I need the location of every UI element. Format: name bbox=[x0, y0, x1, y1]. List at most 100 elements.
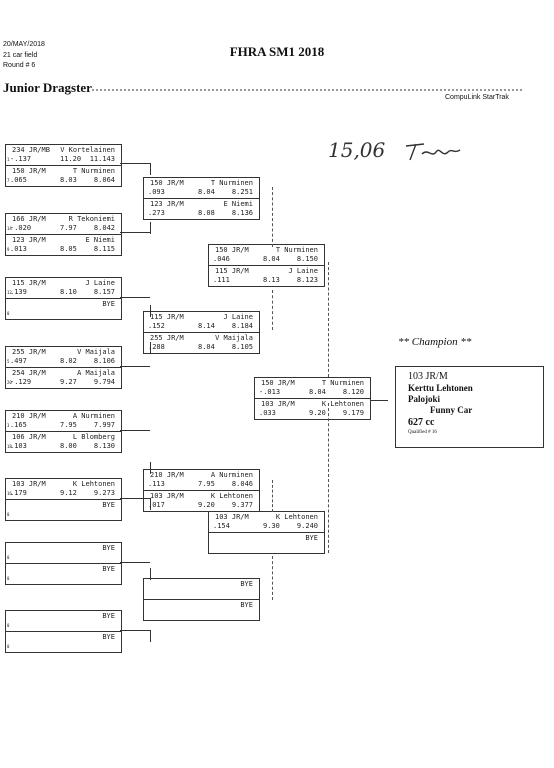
speed-time: 8.251 bbox=[231, 188, 253, 196]
champion-car-type: Funny Car bbox=[430, 405, 473, 415]
elapsed-time: 8.02 bbox=[60, 357, 77, 365]
bracket-line bbox=[150, 163, 151, 175]
elapsed-time: 8.13 bbox=[263, 276, 280, 284]
speed-time: 8.106 bbox=[93, 357, 115, 365]
lane-number: 0 bbox=[7, 311, 10, 316]
car-number: 150 JR/M bbox=[261, 379, 295, 387]
driver-name: J Laine bbox=[223, 313, 253, 321]
driver-name: BYE bbox=[102, 544, 115, 552]
elapsed-time: 7.95 bbox=[198, 480, 215, 488]
vendor-name: CompuLink StarTrak bbox=[445, 94, 509, 101]
speed-time: 8.064 bbox=[93, 176, 115, 184]
driver-name: E Niemi bbox=[85, 236, 115, 244]
bracket-dashed-line bbox=[272, 187, 273, 247]
car-number: 150 JR/M bbox=[215, 246, 249, 254]
lane-number: 0 bbox=[7, 576, 10, 581]
driver-name: V Maijala bbox=[215, 334, 253, 342]
elapsed-time: 11.20 bbox=[60, 155, 82, 163]
elapsed-time: 9.20 bbox=[198, 501, 215, 509]
elapsed-time: 8.05 bbox=[60, 245, 77, 253]
driver-name: T Nurminen bbox=[72, 167, 115, 175]
reaction-time: .497 bbox=[10, 357, 27, 365]
elapsed-time: 9.30 bbox=[263, 522, 280, 530]
bracket-line bbox=[150, 568, 151, 580]
bracket-line bbox=[150, 342, 151, 354]
lane-number: 0 bbox=[7, 644, 10, 649]
driver-name: J Laine bbox=[85, 279, 115, 287]
car-number: 103 JR/M bbox=[12, 480, 46, 488]
bracket-line bbox=[120, 562, 150, 563]
speed-time: 8.120 bbox=[342, 388, 364, 396]
driver-name: K Lehtonen bbox=[210, 492, 253, 500]
bracket-line bbox=[370, 400, 388, 401]
driver-name: A Maijala bbox=[77, 369, 115, 377]
speed-time: 8.105 bbox=[231, 343, 253, 351]
driver-name: T Nurminen bbox=[210, 179, 253, 187]
field-size: 21 car field bbox=[3, 52, 38, 59]
driver-name: R Tekoniemi bbox=[68, 215, 115, 223]
champion-driver: Kerttu Lehtonen bbox=[408, 383, 473, 393]
driver-name: K Lehtonen bbox=[275, 513, 318, 521]
bracket-entry: BYE bbox=[209, 533, 324, 553]
driver-name: L Blomberg bbox=[72, 433, 115, 441]
elapsed-time: 8.08 bbox=[198, 209, 215, 217]
driver-name: BYE bbox=[305, 534, 318, 542]
bracket-entry: BYE 0 bbox=[6, 500, 121, 520]
car-number: 166 JR/M bbox=[12, 215, 46, 223]
driver-name: A Nurminen bbox=[210, 471, 253, 479]
bracket-dashed-line bbox=[328, 403, 329, 553]
bracket-line bbox=[120, 498, 150, 499]
bracket-line bbox=[120, 232, 150, 233]
reaction-time: -.020 bbox=[10, 224, 32, 232]
speed-time: 9.179 bbox=[342, 409, 364, 417]
speed-time: 8.130 bbox=[93, 442, 115, 450]
driver-name: V Maijala bbox=[77, 348, 115, 356]
car-number: 103 JR/M bbox=[150, 492, 184, 500]
driver-name: BYE bbox=[102, 501, 115, 509]
speed-time: 9.794 bbox=[93, 378, 115, 386]
event-title: FHRA SM1 2018 bbox=[229, 44, 325, 59]
driver-name: T Nurminen bbox=[275, 246, 318, 254]
elapsed-time: 8.14 bbox=[198, 322, 215, 330]
speed-time: 8.136 bbox=[231, 209, 253, 217]
reaction-time: -.137 bbox=[10, 155, 32, 163]
speed-time: 8.042 bbox=[93, 224, 115, 232]
driver-name: V Kortelainen bbox=[60, 146, 115, 154]
reaction-time: .139 bbox=[10, 288, 27, 296]
driver-name: BYE bbox=[102, 565, 115, 573]
speed-time: 8.046 bbox=[231, 480, 253, 488]
handwritten-time: 15,06 bbox=[328, 138, 386, 162]
lane-number: 14 bbox=[7, 226, 12, 231]
lane-number: 18 bbox=[7, 444, 12, 449]
speed-time: 7.997 bbox=[93, 421, 115, 429]
reaction-time: .065 bbox=[10, 176, 27, 184]
driver-name: A Nurminen bbox=[72, 412, 115, 420]
champion-qualified: Qualified # 16 bbox=[408, 430, 437, 435]
elapsed-time: 8.03 bbox=[60, 176, 77, 184]
bracket-dashed-line bbox=[328, 262, 329, 377]
lane-number: 0 bbox=[7, 512, 10, 517]
elapsed-time: 8.04 bbox=[309, 388, 326, 396]
speed-time: 8.123 bbox=[296, 276, 318, 284]
champion-engine: 627 cc bbox=[408, 417, 435, 428]
car-number: 150 JR/M bbox=[12, 167, 46, 175]
elapsed-time: 9.20 bbox=[309, 409, 326, 417]
